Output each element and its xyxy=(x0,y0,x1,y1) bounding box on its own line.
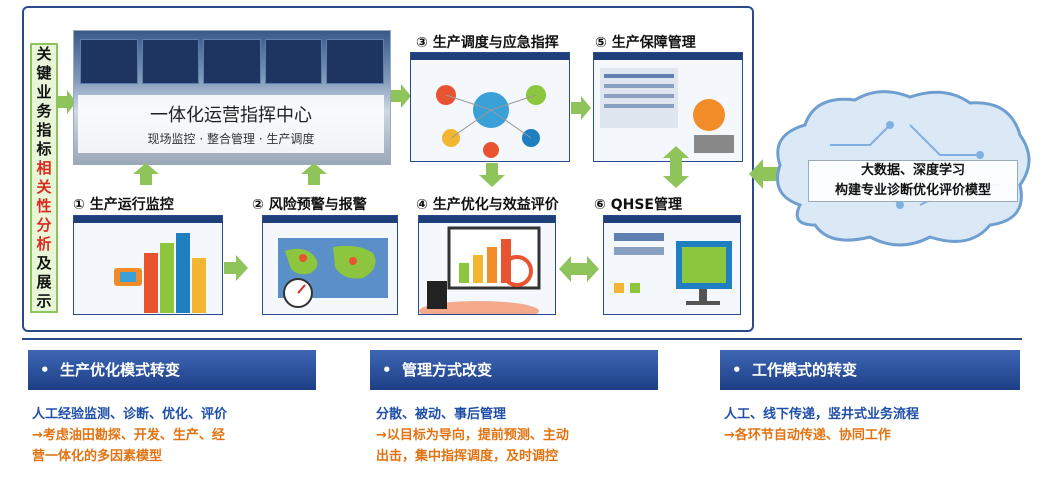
side-label-char: 相 xyxy=(36,159,52,177)
section-3-title: ③ 生产调度与应急指挥 xyxy=(416,35,559,51)
monitoring-screenshot xyxy=(73,215,223,315)
section-4-title: ④ 生产优化与效益评价 xyxy=(416,197,559,213)
arrow-right-icon xyxy=(571,96,591,120)
optimization-screenshot xyxy=(418,215,556,315)
arrow-leftright-icon xyxy=(559,256,599,282)
header-management-mode: • 管理方式改变 xyxy=(370,350,658,390)
arrow-right-icon xyxy=(224,255,248,281)
side-label-char: 务 xyxy=(36,102,52,120)
brain-label: 大数据、深度学习 构建专业诊断优化评价模型 xyxy=(808,160,1018,202)
arrow-right-icon xyxy=(58,90,76,114)
side-label-char: 业 xyxy=(36,83,52,101)
header-label: 工作模式的转变 xyxy=(752,361,858,379)
side-label-char: 关 xyxy=(36,178,52,196)
note-blue: 人工、线下传递，竖井式业务流程 xyxy=(724,407,920,422)
qhse-screenshot xyxy=(603,215,741,315)
side-label-char: 标 xyxy=(36,140,52,158)
side-label-char: 关 xyxy=(36,45,52,63)
arrow-updown-icon xyxy=(663,146,689,188)
side-label-char: 析 xyxy=(36,235,52,253)
header-label: 管理方式改变 xyxy=(402,361,493,379)
section-2-title: ② 风险预警与报警 xyxy=(252,197,367,213)
hero-subtitle: 现场监控 · 整合管理 · 生产调度 xyxy=(147,132,315,146)
note-orange-1: →各环节自动传递、协同工作 xyxy=(724,428,891,443)
note-management: 分散、被动、事后管理 →以目标为导向，提前预测、主动 出击，集中指挥调度，及时调… xyxy=(376,404,676,467)
side-label-char: 分 xyxy=(36,216,52,234)
side-label-char: 示 xyxy=(36,292,52,310)
arrow-right-icon xyxy=(391,84,411,108)
brain-label-line1: 大数据、深度学习 xyxy=(860,163,965,178)
support-screenshot xyxy=(593,52,743,162)
hero-caption: 一体化运营指挥中心 现场监控 · 整合管理 · 生产调度 xyxy=(78,95,384,153)
dispatch-screenshot xyxy=(410,52,570,162)
side-label-char: 及 xyxy=(36,254,52,272)
risk-map-screenshot xyxy=(262,215,398,315)
note-orange-2: 出击，集中指挥调度，及时调控 xyxy=(376,449,559,464)
header-work-mode: • 工作模式的转变 xyxy=(720,350,1020,390)
side-label-char: 指 xyxy=(36,121,52,139)
header-label: 生产优化模式转变 xyxy=(60,361,181,379)
note-blue: 人工经验监测、诊断、优化、评价 xyxy=(32,407,228,422)
divider xyxy=(22,338,1022,340)
section-5-title: ⑤ 生产保障管理 xyxy=(595,35,696,51)
note-production: 人工经验监测、诊断、优化、评价 →考虑油田勘探、开发、生产、经 营一体化的多因素… xyxy=(32,404,332,467)
note-orange-1: →考虑油田勘探、开发、生产、经 xyxy=(32,428,225,443)
note-orange-2: 营一体化的多因素模型 xyxy=(32,449,163,464)
side-label-char: 展 xyxy=(36,273,52,291)
section-6-title: ⑥ QHSE管理 xyxy=(594,197,682,213)
note-blue: 分散、被动、事后管理 xyxy=(376,407,507,422)
arrow-up-icon xyxy=(301,163,327,185)
arrow-down-icon xyxy=(479,163,505,187)
arrow-up-icon xyxy=(133,163,159,185)
section-1-title: ① 生产运行监控 xyxy=(73,197,174,213)
side-label: 关键业务指标相关性分析及展示 xyxy=(30,43,58,313)
brain-label-line2: 构建专业诊断优化评价模型 xyxy=(834,183,991,198)
header-production-optimization: • 生产优化模式转变 xyxy=(28,350,316,390)
side-label-char: 性 xyxy=(36,197,52,215)
note-orange-1: →以目标为导向，提前预测、主动 xyxy=(376,428,569,443)
hero-title: 一体化运营指挥中心 xyxy=(150,105,312,126)
note-work: 人工、线下传递，竖井式业务流程 →各环节自动传递、协同工作 xyxy=(724,404,1024,446)
side-label-char: 键 xyxy=(36,64,52,82)
